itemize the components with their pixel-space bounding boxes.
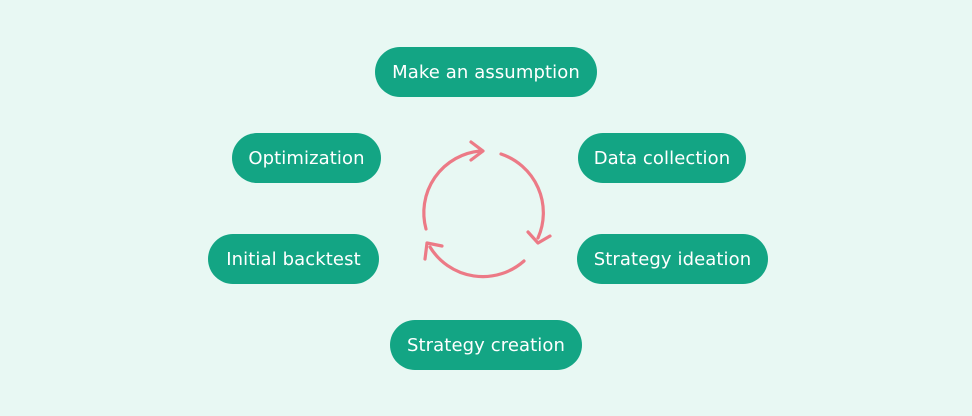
step-label: Make an assumption (392, 61, 580, 83)
cycle-arrowhead-bottom (423, 241, 444, 261)
step-make-an-assumption: Make an assumption (375, 47, 597, 97)
step-label: Optimization (248, 147, 365, 169)
step-initial-backtest: Initial backtest (208, 234, 379, 284)
step-label: Data collection (593, 147, 731, 169)
step-optimization: Optimization (232, 133, 381, 183)
step-label: Initial backtest (226, 248, 361, 270)
cycle-arrowhead-right (526, 230, 552, 245)
cycle-arrow-right (499, 152, 545, 240)
step-data-collection: Data collection (578, 133, 746, 183)
step-label: Strategy creation (406, 334, 566, 356)
cycle-arrows-icon (422, 140, 552, 279)
step-strategy-ideation: Strategy ideation (577, 234, 768, 284)
cycle-arrow-bottom (428, 245, 526, 279)
cycle-arrow-top (422, 149, 482, 231)
step-label: Strategy ideation (593, 248, 752, 270)
cycle-arrowhead-top (469, 140, 485, 162)
step-strategy-creation: Strategy creation (390, 320, 582, 370)
